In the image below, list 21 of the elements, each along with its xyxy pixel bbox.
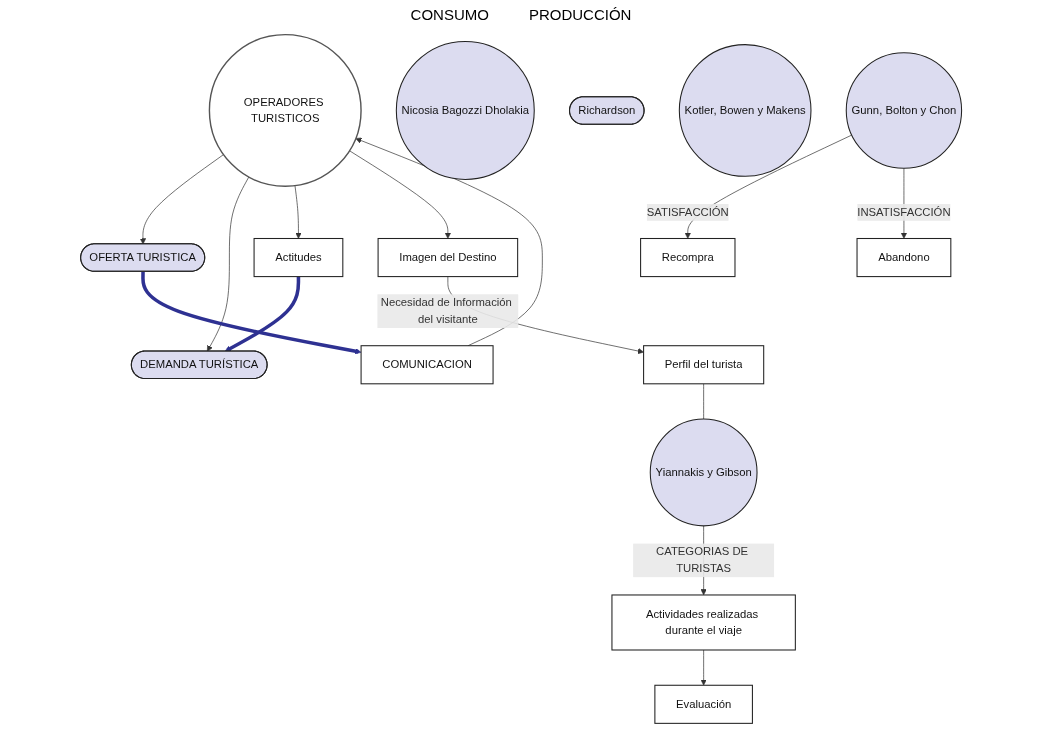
node-box: Actividades realizadas durante el viaje (611, 594, 796, 651)
node-box: Evaluación (654, 684, 753, 724)
node-circle: Gunn, Bolton y Chon (845, 52, 962, 169)
edge-label: CATEGORIAS DE TURISTAS (655, 545, 748, 575)
flow-label: PRODUCCIÓN (528, 6, 632, 23)
flow-label: CONSUMO (410, 6, 489, 23)
node-box: Imagen del Destino (377, 237, 519, 278)
node-box: Abandono (856, 237, 952, 278)
arrow (224, 276, 301, 352)
node-circle: Kotler, Bowen y Makens (678, 44, 812, 177)
edge-label: INSATISFACCIÓN (857, 206, 951, 219)
node-box: COMUNICACION (360, 345, 494, 385)
node-box: Actitudes (253, 237, 344, 278)
node-circle: Nicosia Bagozzi Dholakia (395, 41, 535, 180)
edge-label: SATISFACCIÓN (646, 206, 729, 219)
connector (703, 383, 704, 420)
node-circle: OPERADORES TURISTICOS (208, 33, 362, 187)
node-box: Perfil del turista (642, 345, 765, 385)
node-circle: Yiannakis y Gibson (649, 418, 758, 527)
node-box: Recompra (639, 237, 736, 278)
edge-label: Necesidad de Información del visitante (380, 296, 512, 326)
